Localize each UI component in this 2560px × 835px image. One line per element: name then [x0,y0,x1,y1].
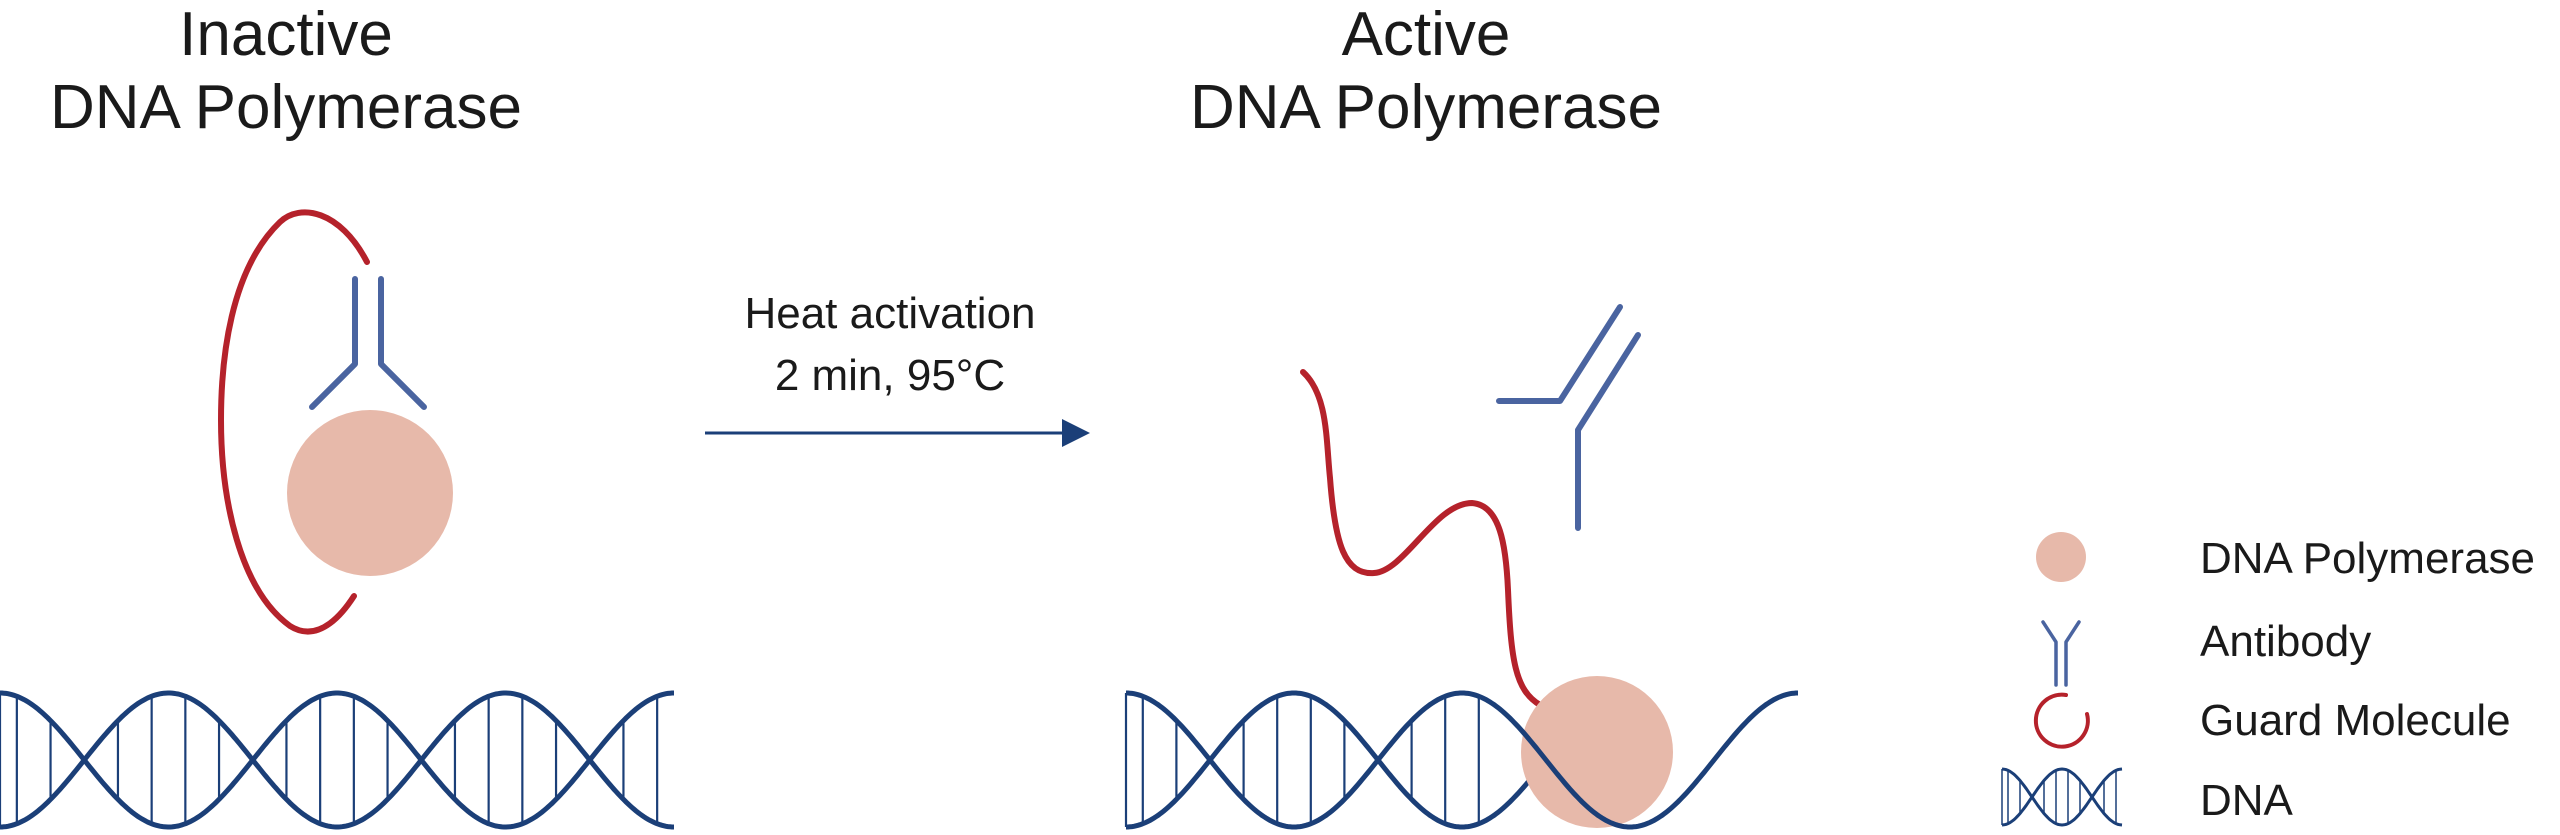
guard-molecule-icon [2033,692,2090,749]
dna-backbone-strand-b [2001,767,2123,827]
dna-backbone-strand-b [0,690,674,830]
legend-item-dna: DNA [2001,767,2294,827]
antibody-bound [309,276,427,410]
legend-item-polymerase: DNA Polymerase [2036,532,2535,583]
active-title-line2: DNA Polymerase [1190,73,1662,142]
arrow-label-line2: 2 min, 95°C [775,351,1005,400]
inactive-complex [217,209,453,635]
legend-item-antibody: Antibody [2041,617,2371,687]
legend-item-guard: Guard Molecule [2033,692,2511,749]
legend-label-dna: DNA [2200,776,2294,825]
dna-backbone-strand-a [2001,767,2123,827]
active-title: Active DNA Polymerase [1190,0,1662,142]
inactive-title-line1: Inactive [179,0,393,69]
antibody-released [1496,304,1641,531]
arrow-head-icon [1062,419,1090,447]
legend-label-antibody: Antibody [2200,617,2371,666]
legend-label-polymerase: DNA Polymerase [2200,534,2535,583]
dna-backbone-strand-a [0,690,674,830]
guard-molecule-released [1300,369,1543,708]
arrow-label-line1: Heat activation [744,289,1035,338]
heat-activation-arrow: Heat activation 2 min, 95°C [705,289,1090,447]
dna-polymerase-inactive [287,410,453,576]
active-title-line1: Active [1342,0,1511,69]
inactive-title-line2: DNA Polymerase [50,73,522,142]
inactive-title: Inactive DNA Polymerase [50,0,522,142]
legend-label-guard: Guard Molecule [2200,696,2511,745]
guard-molecule-closed [217,209,370,635]
dna-strand-active [1124,676,1798,830]
dna-backbone-strand-b [1126,690,1602,830]
active-complex [1300,304,1641,708]
polymerase-circle-icon [2036,532,2086,582]
dna-backbone-strand-a [1126,690,1798,830]
antibody-icon [2041,620,2081,687]
dna-polymerase-active [1521,676,1673,828]
legend: DNA Polymerase Antibody Guard Molecule D… [2001,532,2535,827]
dna-strand-left [0,690,674,830]
